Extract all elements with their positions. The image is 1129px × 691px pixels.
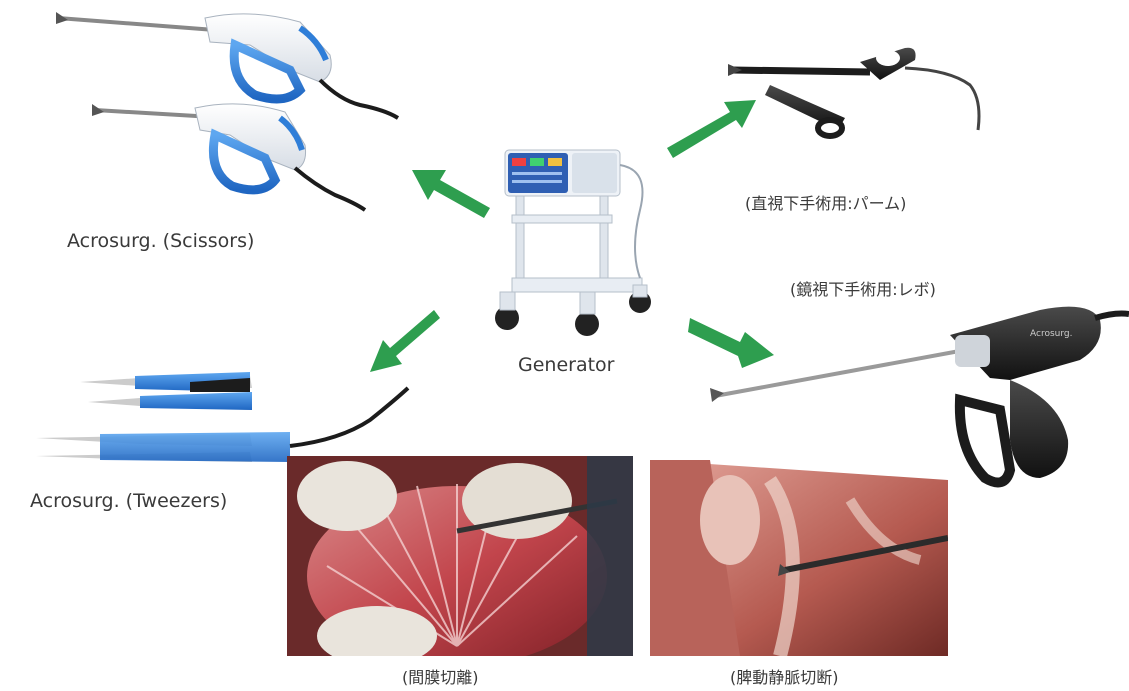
generator-cart	[495, 150, 651, 336]
arrow-icon	[370, 310, 440, 372]
tweezers-label: Acrosurg. (Tweezers)	[30, 490, 227, 512]
splenic-caption: (脾動静脈切断)	[730, 664, 839, 688]
splenic-photo	[650, 460, 948, 656]
lever-label: (鏡視下手術用:レボ)	[790, 276, 936, 300]
scissors-label: Acrosurg. (Scissors)	[67, 230, 254, 252]
splenic-photo-image	[650, 460, 948, 656]
lever-instrument: Acrosurg.	[710, 307, 1129, 483]
generator-label: Generator	[518, 354, 614, 376]
tweezers-instrument	[36, 372, 408, 462]
svg-text:Acrosurg.: Acrosurg.	[1030, 329, 1072, 339]
scissors-instrument	[92, 104, 365, 210]
arrow-icon	[688, 318, 774, 368]
mesentery-caption: (間膜切離)	[402, 664, 479, 688]
palm-instrument	[728, 48, 979, 136]
arrow-icon	[412, 170, 490, 218]
mesentery-photo-image	[287, 456, 633, 656]
arrow-icon	[667, 100, 756, 158]
palm-label: (直視下手術用:パーム)	[745, 190, 906, 214]
scissors-instrument	[56, 12, 398, 118]
mesentery-photo	[287, 456, 633, 656]
